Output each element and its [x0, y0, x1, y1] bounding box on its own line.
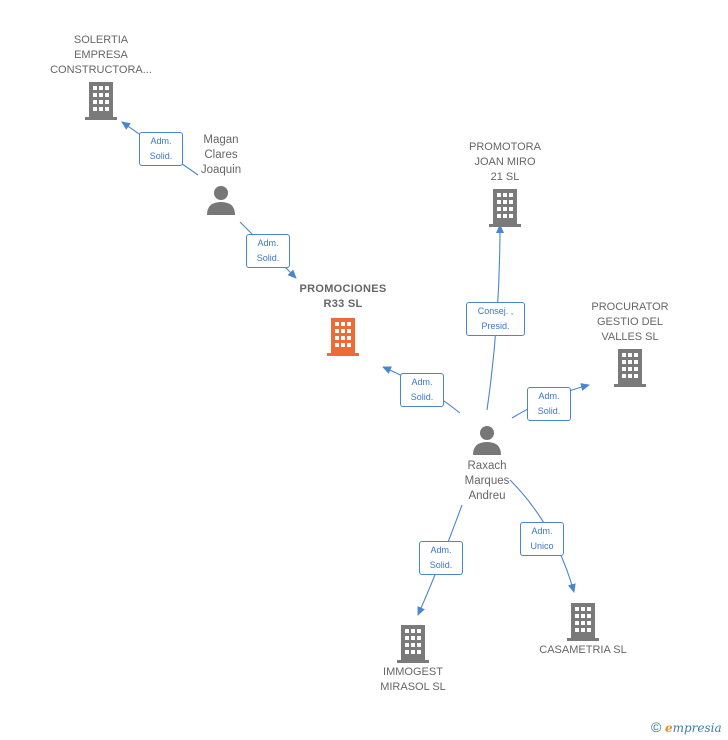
relation-label-raxach-promociones: Adm. Solid.	[400, 373, 444, 407]
node-label: Raxach Marques Andreu	[464, 460, 510, 502]
node-promotora[interactable]: PROMOTORA JOAN MIRO 21 SL	[445, 140, 565, 227]
node-solertia[interactable]: SOLERTIA EMPRESA CONSTRUCTORA...	[36, 33, 166, 120]
building-icon	[567, 603, 599, 641]
relation-label-magan-promociones: Adm. Solid.	[246, 234, 290, 268]
node-label: PROMOTORA JOAN MIRO 21 SL	[469, 141, 541, 183]
node-casametria[interactable]: CASAMETRIA SL	[522, 603, 644, 658]
brand-initial: e	[664, 721, 673, 735]
brand-logo: empresia	[665, 721, 722, 735]
building-icon	[85, 82, 117, 120]
building-icon	[327, 318, 359, 356]
node-label: PROCURATOR GESTIO DEL VALLES SL	[591, 301, 669, 343]
node-label: IMMOGEST MIRASOL SL	[380, 666, 446, 693]
node-label: PROMOCIONES R33 SL	[299, 283, 387, 310]
relation-label-raxach-procurator: Adm. Solid.	[527, 387, 571, 421]
building-icon	[614, 349, 646, 387]
node-raxach[interactable]: Raxach Marques Andreu	[446, 424, 528, 504]
node-procurator[interactable]: PROCURATOR GESTIO DEL VALLES SL	[570, 300, 690, 387]
person-icon	[207, 186, 235, 215]
person-icon	[473, 426, 501, 455]
relation-label-raxach-promotora: Consej. , Presid.	[466, 302, 525, 336]
brand-text: mpresia	[672, 721, 722, 735]
node-promociones[interactable]: PROMOCIONES R33 SL	[283, 282, 403, 356]
footer-brand: © empresia	[651, 719, 722, 735]
building-icon	[397, 625, 429, 663]
relation-label-raxach-immogest: Adm. Solid.	[419, 541, 463, 575]
node-magan[interactable]: Magan Clares Joaquin	[180, 133, 262, 216]
node-label: SOLERTIA EMPRESA CONSTRUCTORA...	[50, 34, 152, 76]
node-label: CASAMETRIA SL	[539, 644, 627, 656]
relation-label-raxach-casametria: Adm. Unico	[520, 522, 564, 556]
relation-label-magan-solertia: Adm. Solid.	[139, 132, 183, 166]
node-immogest[interactable]: IMMOGEST MIRASOL SL	[353, 625, 473, 695]
node-label: Magan Clares Joaquin	[200, 134, 242, 176]
building-icon	[489, 189, 521, 227]
copyright-symbol: ©	[651, 719, 662, 735]
